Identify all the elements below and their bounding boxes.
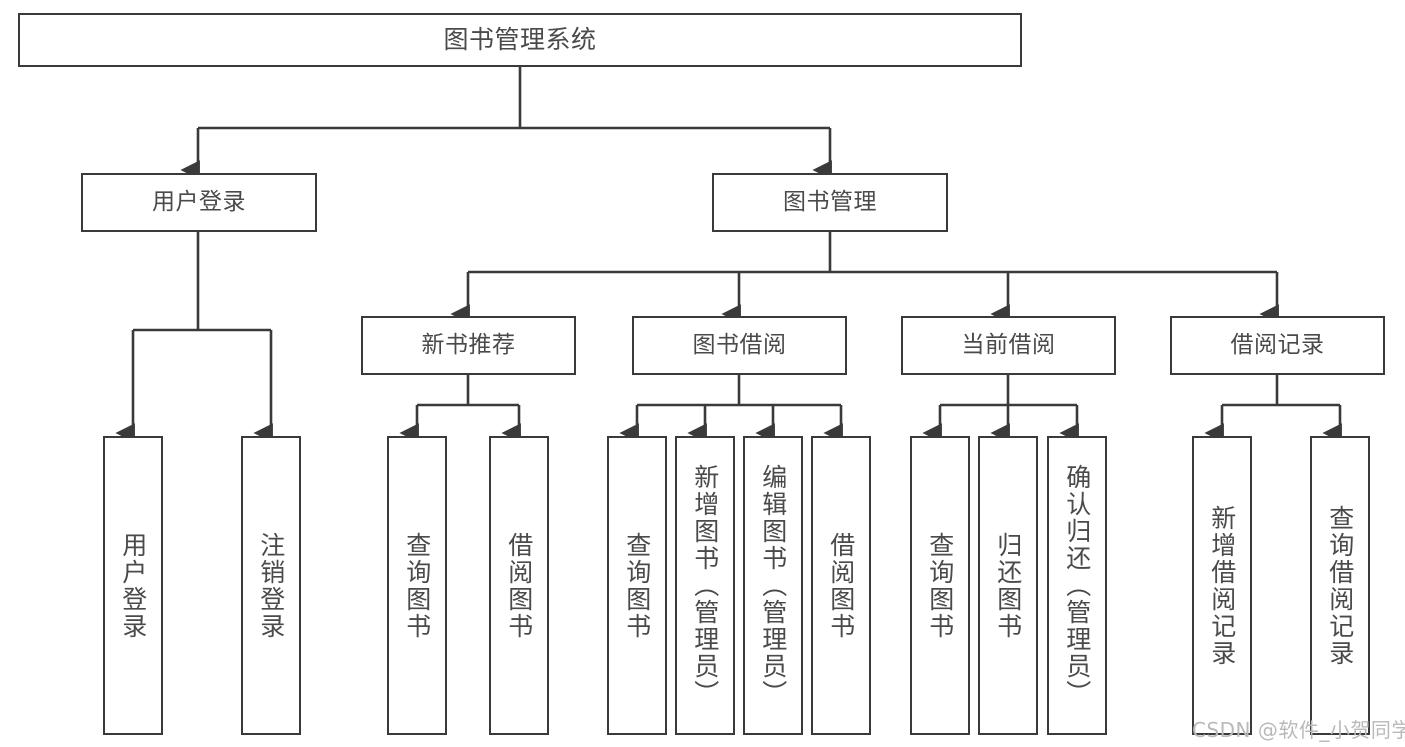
node-borrow-record[interactable]: 借阅记录 xyxy=(1170,316,1385,375)
node-label: 图书借阅 xyxy=(692,331,787,358)
node-label: 借阅图书 xyxy=(826,531,856,640)
node-label: 用户登录 xyxy=(118,531,148,640)
node-new-book-recommend[interactable]: 新书推荐 xyxy=(361,316,576,375)
node-label: 查询图书 xyxy=(402,531,432,640)
node-label: 借阅图书 xyxy=(504,531,534,640)
node-label: 图书管理 xyxy=(783,188,877,215)
node-label: 确认归还（管理员） xyxy=(1062,464,1092,707)
leaf-logout[interactable]: 注销登录 xyxy=(241,436,301,735)
node-current-borrow[interactable]: 当前借阅 xyxy=(901,316,1116,375)
node-label: 新增借阅记录 xyxy=(1207,504,1237,667)
node-label: 新增图书（管理员） xyxy=(690,464,720,707)
node-book-borrow[interactable]: 图书借阅 xyxy=(632,316,847,375)
node-label: 查询图书 xyxy=(925,531,955,640)
node-label: 用户登录 xyxy=(152,188,246,215)
node-label: 查询借阅记录 xyxy=(1325,504,1355,667)
leaf-user-login[interactable]: 用户登录 xyxy=(103,436,163,735)
node-label: 借阅记录 xyxy=(1230,331,1325,358)
leaf-borrow-add-book-admin[interactable]: 新增图书（管理员） xyxy=(675,436,735,735)
leaf-newbook-query-book[interactable]: 查询图书 xyxy=(387,436,447,735)
leaf-borrow-query-book[interactable]: 查询图书 xyxy=(607,436,667,735)
node-label: 查询图书 xyxy=(622,531,652,640)
node-book-management[interactable]: 图书管理 xyxy=(712,173,948,232)
node-label: 归还图书 xyxy=(993,531,1023,640)
leaf-current-confirm-return-admin[interactable]: 确认归还（管理员） xyxy=(1047,436,1107,735)
leaf-record-add-borrow-record[interactable]: 新增借阅记录 xyxy=(1192,436,1252,735)
leaf-borrow-lend-book[interactable]: 借阅图书 xyxy=(811,436,871,735)
node-label: 当前借阅 xyxy=(961,331,1056,358)
leaf-record-query-borrow-record[interactable]: 查询借阅记录 xyxy=(1310,436,1370,735)
node-label: 编辑图书（管理员） xyxy=(758,464,788,707)
node-root-book-management-system[interactable]: 图书管理系统 xyxy=(18,13,1022,67)
node-label: 图书管理系统 xyxy=(443,25,597,55)
leaf-current-query-book[interactable]: 查询图书 xyxy=(910,436,970,735)
leaf-current-return-book[interactable]: 归还图书 xyxy=(978,436,1038,735)
node-label: 注销登录 xyxy=(256,531,286,640)
csdn-watermark: CSDN @软件_小贺同学 xyxy=(1192,718,1405,742)
node-label: 新书推荐 xyxy=(421,331,516,358)
leaf-newbook-borrow-book[interactable]: 借阅图书 xyxy=(489,436,549,735)
leaf-borrow-edit-book-admin[interactable]: 编辑图书（管理员） xyxy=(743,436,803,735)
node-user-login[interactable]: 用户登录 xyxy=(81,173,317,232)
